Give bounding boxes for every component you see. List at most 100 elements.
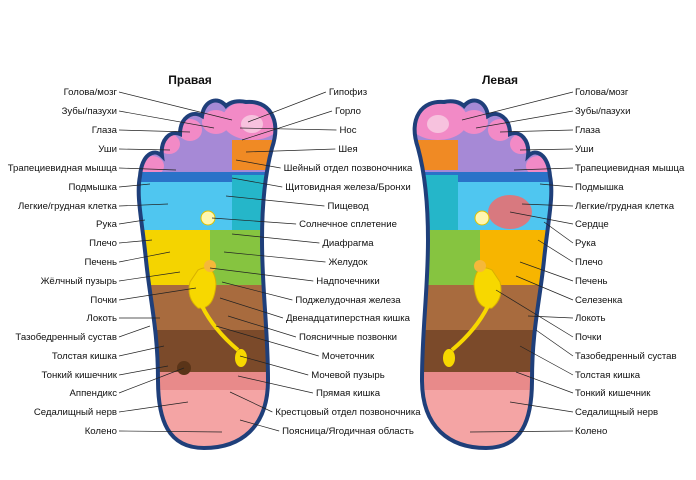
- label-right-6: Легкие/грудная клетка: [18, 201, 118, 212]
- right-stomach-zone: [210, 230, 276, 285]
- label-left-3: Уши: [575, 144, 594, 155]
- left-ureter: [450, 305, 490, 352]
- leader-left-12: [527, 315, 574, 319]
- left-adrenal: [474, 260, 486, 272]
- leader-right-14: [118, 345, 165, 357]
- label-center-10: Надпочечники: [316, 276, 379, 287]
- left-shoulder-band: [414, 172, 552, 182]
- label-right-8: Плечо: [89, 238, 117, 249]
- label-left-6: Легкие/грудная клетка: [575, 201, 675, 212]
- label-right-12: Локоть: [87, 313, 117, 324]
- leader-right-18: [118, 430, 223, 433]
- right-adrenal: [204, 260, 216, 272]
- label-center-6: Пищевод: [327, 201, 368, 212]
- leader-left-8: [543, 221, 574, 244]
- leader-center-14: [215, 325, 319, 357]
- label-left-9: Плечо: [575, 257, 603, 268]
- right-arm-edge: [120, 182, 136, 362]
- label-right-15: Тонкий кишечник: [42, 370, 118, 381]
- left-labels: Голова/мозгЗубы/пазухиГлазаУшиТрапециеви…: [575, 87, 685, 437]
- label-center-9: Желудок: [329, 257, 369, 268]
- label-center-4: Шейный отдел позвоночника: [284, 163, 413, 174]
- label-center-17: Крестцовый отдел позвоночника: [275, 407, 421, 418]
- leader-center-4: [235, 159, 281, 169]
- left-foot: [412, 98, 570, 451]
- leader-center-5: [231, 177, 283, 188]
- right-toe2-head: [202, 110, 230, 134]
- right-thyroid-zone: [232, 175, 276, 230]
- leader-left-4: [513, 167, 574, 171]
- label-right-14: Толстая кишка: [52, 351, 118, 362]
- leader-right-2: [118, 129, 191, 133]
- label-left-18: Колено: [575, 426, 607, 437]
- label-center-8: Диафрагма: [322, 238, 374, 249]
- left-toe2-head: [460, 110, 488, 134]
- leader-center-9: [223, 251, 326, 263]
- label-right-18: Колено: [85, 426, 117, 437]
- label-left-15: Толстая кишка: [575, 370, 641, 381]
- title-left-foot: Левая: [482, 73, 518, 87]
- label-right-1: Зубы/пазухи: [62, 106, 117, 117]
- leader-left-14: [535, 329, 574, 357]
- title-right-foot: Правая: [168, 73, 212, 87]
- leader-right-6: [118, 203, 169, 207]
- leader-center-11: [221, 281, 293, 301]
- label-right-16: Аппендикс: [70, 388, 118, 399]
- right-bladder: [235, 349, 247, 367]
- label-center-12: Двенадцатиперстная кишка: [286, 313, 411, 324]
- label-right-4: Трапециевидная мышца: [8, 163, 118, 174]
- label-center-18: Поясница/Ягодичная область: [282, 426, 414, 437]
- leader-left-6: [521, 203, 574, 207]
- label-left-7: Сердце: [575, 219, 609, 230]
- label-right-5: Подмышка: [68, 182, 117, 193]
- leader-center-2: [239, 127, 337, 131]
- right-labels: Голова/мозгЗубы/пазухиГлазаУшиТрапециеви…: [8, 87, 118, 437]
- leader-left-17: [509, 401, 574, 413]
- leader-right-17: [118, 401, 189, 413]
- leader-center-6: [225, 195, 325, 207]
- leader-right-5: [118, 183, 151, 188]
- label-right-10: Жёлчный пузырь: [41, 276, 117, 287]
- label-right-13: Тазобедренный сустав: [15, 332, 117, 343]
- label-right-17: Седалищный нерв: [34, 407, 117, 418]
- leader-left-13: [495, 289, 574, 338]
- label-center-13: Поясничные позвонки: [299, 332, 397, 343]
- label-center-1: Горло: [335, 106, 361, 117]
- leader-center-3: [245, 148, 336, 153]
- leader-right-15: [118, 365, 169, 376]
- label-center-7: Солнечное сплетение: [299, 219, 397, 230]
- label-left-8: Рука: [575, 238, 597, 249]
- leader-right-16: [118, 367, 185, 394]
- label-center-11: Поджелудочная железа: [295, 295, 401, 306]
- label-center-16: Прямая кишка: [316, 388, 381, 399]
- leader-center-10: [209, 267, 314, 282]
- label-right-2: Глаза: [92, 125, 118, 136]
- leader-left-10: [519, 261, 574, 282]
- leader-right-10: [118, 271, 181, 282]
- label-right-9: Печень: [84, 257, 117, 268]
- leader-left-16: [515, 371, 574, 394]
- left-thyroid-zone: [414, 175, 458, 230]
- label-left-5: Подмышка: [575, 182, 624, 193]
- leader-center-7: [211, 217, 297, 225]
- label-center-15: Мочевой пузырь: [311, 370, 385, 381]
- right-ureter: [200, 305, 240, 352]
- label-right-0: Голова/мозг: [64, 87, 118, 98]
- right-shoulder-band: [138, 172, 276, 182]
- label-center-2: Нос: [339, 125, 356, 136]
- label-left-12: Локоть: [575, 313, 605, 324]
- leader-left-18: [469, 430, 574, 433]
- label-left-0: Голова/мозг: [575, 87, 629, 98]
- leader-right-4: [118, 167, 177, 171]
- label-left-13: Почки: [575, 332, 602, 343]
- leader-center-17: [229, 391, 273, 413]
- leader-left-11: [515, 275, 574, 301]
- label-center-0: Гипофиз: [329, 87, 368, 98]
- left-solar-plexus: [474, 210, 490, 226]
- leader-left-15: [519, 345, 574, 376]
- leader-right-9: [118, 251, 171, 263]
- leader-right-13: [118, 325, 151, 338]
- left-arm-edge: [554, 182, 570, 362]
